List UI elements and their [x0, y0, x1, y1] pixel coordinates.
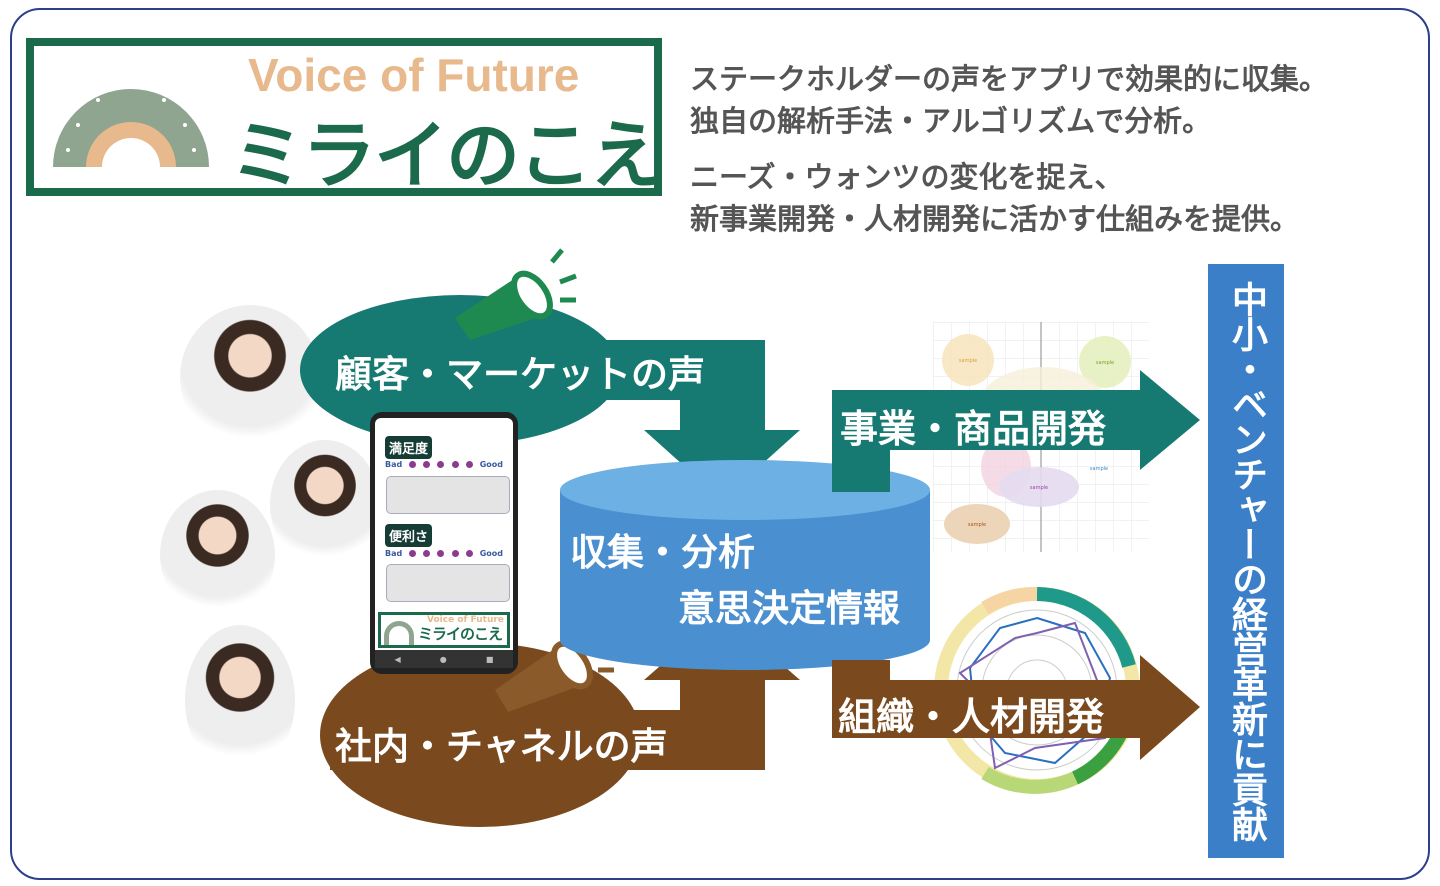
- internal-voice-label: 社内・チャネルの声: [335, 725, 668, 768]
- megaphone-teal-icon: [455, 248, 577, 340]
- description-line: ニーズ・ウォンツの変化を捉え、: [690, 160, 1124, 194]
- description-line: ステークホルダーの声をアプリで効果的に収集。: [690, 62, 1329, 96]
- recents-icon[interactable]: ■: [485, 654, 494, 664]
- person-photo: [185, 625, 295, 775]
- rating-option[interactable]: [465, 550, 473, 557]
- outer-frame: [10, 8, 1430, 880]
- comment-input[interactable]: [386, 476, 510, 514]
- organization-development-label: 組織・人材開発: [838, 695, 1105, 739]
- business-arrow: [832, 370, 1200, 492]
- rating-scale[interactable]: Bad Good: [385, 460, 503, 469]
- description-line: 独自の解析手法・アルゴリズムで分析。: [690, 104, 1212, 138]
- rating-option[interactable]: [437, 461, 445, 468]
- bubble-label: sample: [1030, 485, 1048, 491]
- logo-subtitle: Voice of Future: [248, 49, 580, 101]
- description-line: 新事業開発・人材開発に活かす仕組みを提供。: [690, 202, 1300, 236]
- phone-mockup: 満足度 Bad Good 便利さ Bad Good Voice of Futur…: [370, 412, 518, 674]
- bubble: [1079, 336, 1131, 388]
- phone-logo: Voice of Future ミライのこえ: [378, 612, 510, 648]
- database-cylinder: [560, 490, 930, 670]
- phone-logo-title: ミライのこえ: [418, 625, 503, 643]
- customer-voice-label: 顧客・マーケットの声: [335, 353, 705, 396]
- rainbow-logo-icon: [384, 621, 414, 645]
- logo-box: [26, 38, 662, 196]
- rating-option[interactable]: [423, 550, 431, 557]
- rating-option[interactable]: [409, 550, 417, 557]
- person-photo: [180, 305, 320, 450]
- goal-banner: 中小・ベンチャーの経営革新に貢献: [1208, 264, 1284, 858]
- phone-logo-subtitle: Voice of Future: [427, 615, 504, 625]
- rating-option[interactable]: [409, 461, 417, 468]
- rating-option[interactable]: [451, 550, 459, 557]
- scale-low: Bad: [385, 549, 403, 558]
- person-photo: [160, 490, 275, 620]
- organization-arrow: [832, 655, 1200, 760]
- rating-option[interactable]: [451, 461, 459, 468]
- bubble-label: sample: [968, 522, 986, 528]
- phone-nav-bar: ◀ ● ■: [375, 650, 513, 668]
- logo-title: ミライのこえ: [230, 113, 664, 199]
- bubble-label: sample: [959, 358, 977, 364]
- comment-input[interactable]: [386, 564, 510, 602]
- rating-scale[interactable]: Bad Good: [385, 549, 503, 558]
- bubble: [944, 504, 1010, 544]
- business-development-label: 事業・商品開発: [840, 407, 1107, 451]
- hub-label-collect: 収集・分析: [570, 531, 755, 574]
- scale-low: Bad: [385, 460, 403, 469]
- rainbow-logo-icon: [53, 85, 209, 167]
- back-icon[interactable]: ◀: [394, 654, 401, 664]
- rating-option[interactable]: [465, 461, 473, 468]
- question-label: 便利さ: [385, 524, 433, 547]
- scale-high: Good: [479, 460, 503, 469]
- hub-label-decision: 意思決定情報: [678, 587, 900, 630]
- home-icon[interactable]: ●: [439, 654, 447, 664]
- customer-arrow: [330, 340, 800, 500]
- phone-screen: 満足度 Bad Good 便利さ Bad Good Voice of Futur…: [375, 418, 513, 668]
- scale-high: Good: [479, 549, 503, 558]
- person-photo: [270, 440, 380, 570]
- rating-option[interactable]: [423, 461, 431, 468]
- question-label: 満足度: [385, 436, 433, 459]
- bubble: [942, 334, 994, 386]
- megaphone-brown-icon: [495, 618, 615, 712]
- bubble-label: sample: [1090, 466, 1108, 472]
- bubble: [999, 467, 1079, 507]
- rating-option[interactable]: [437, 550, 445, 557]
- bubble-label: sample: [1096, 360, 1114, 366]
